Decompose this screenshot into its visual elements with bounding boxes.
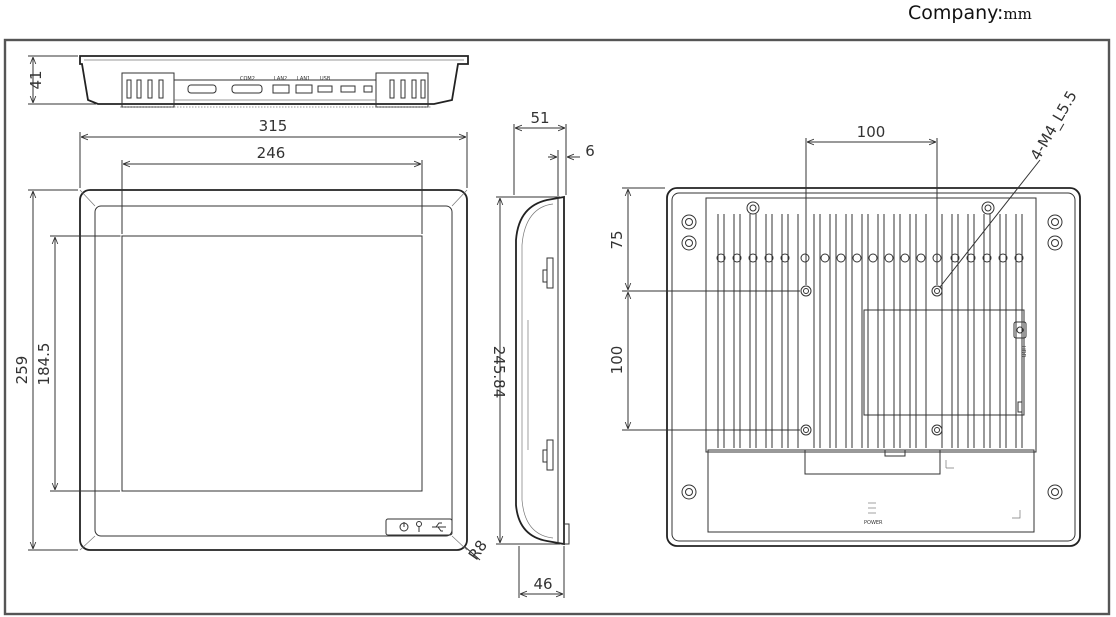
- dim-top-height: 41: [27, 70, 45, 89]
- front-view: 315 246 259 184.5 R8: [13, 117, 491, 563]
- dim-side-bezel: 6: [585, 142, 595, 160]
- label-mount-screws: 4-M4_L5.5: [1027, 88, 1082, 164]
- dim-overall-width: 315: [259, 117, 288, 135]
- lan1-port: [295, 84, 313, 94]
- dim-rear-mount-horizontal: 100: [857, 123, 886, 141]
- power-icon: [399, 522, 409, 532]
- rear-corner-screws: [681, 201, 1063, 500]
- rear-panel: [863, 309, 1025, 416]
- dim-display-height: 184.5: [35, 343, 53, 386]
- label-hdd: HDD: [1020, 346, 1026, 358]
- drawing-frame: [3, 38, 1111, 616]
- dim-overall-height: 259: [13, 356, 31, 385]
- heat-sink-fins: [717, 214, 1023, 448]
- top-view: COM2 LAN2 LAN1 USB 41: [27, 55, 469, 108]
- dim-side-depth-top: 51: [530, 109, 549, 127]
- dim-rear-offset-vertical: 75: [608, 230, 626, 249]
- usb-port-1: [317, 85, 333, 93]
- power-port: [363, 85, 373, 93]
- usb-port-2: [340, 85, 356, 93]
- usb-icon: [432, 522, 446, 532]
- port-label-lan2: LAN2: [274, 76, 287, 82]
- side-view: 51 6 245.84 46: [490, 109, 595, 598]
- dim-rear-mount-vertical: 100: [608, 346, 626, 375]
- com2-port: [231, 84, 263, 94]
- rear-view: HDD POWER 100: [608, 88, 1082, 547]
- label-power: POWER: [864, 520, 883, 526]
- unit-label: Company:mm: [908, 2, 1032, 24]
- port-label-usb: USB: [320, 76, 331, 82]
- front-icon-panel: [385, 518, 453, 536]
- rear-cover: [707, 449, 1035, 533]
- port-label-com2: COM2: [240, 76, 255, 82]
- mounting-holes: [800, 285, 943, 436]
- display-area: [121, 235, 423, 492]
- lan2-port: [272, 84, 290, 94]
- dim-display-width: 246: [257, 144, 286, 162]
- key-icon: [416, 521, 422, 532]
- dim-corner-radius: R8: [465, 537, 491, 564]
- com-port: [187, 84, 217, 94]
- dim-side-depth-bottom: 46: [533, 575, 552, 593]
- hdd-indicator: [1013, 321, 1027, 339]
- dim-side-height: 245.84: [490, 346, 508, 399]
- port-label-lan1: LAN1: [297, 76, 310, 82]
